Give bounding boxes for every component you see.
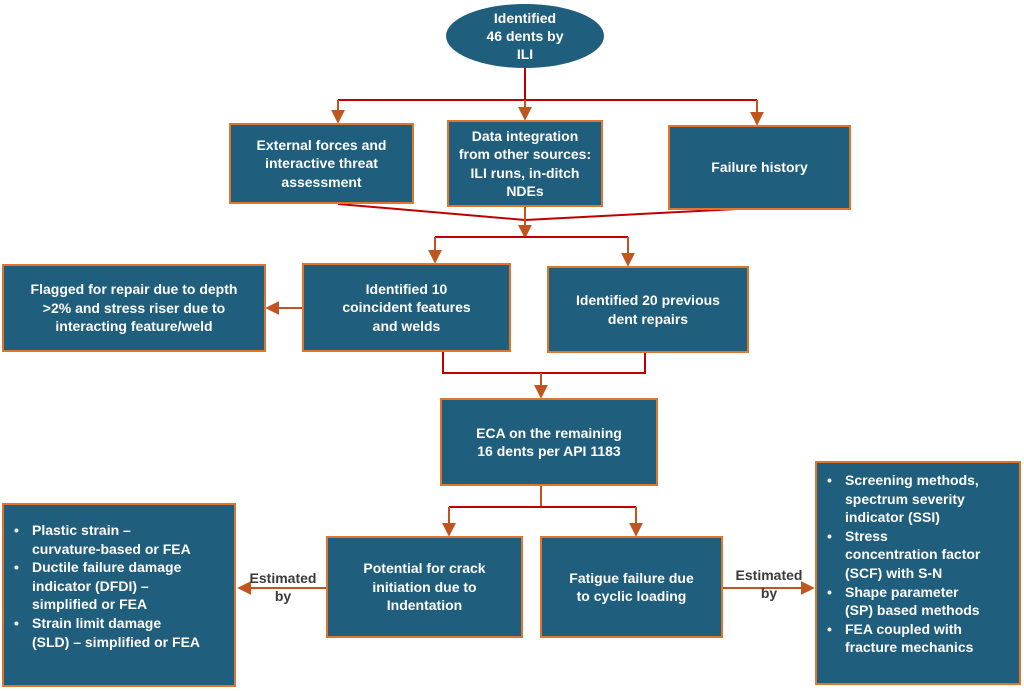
- connector-merge2: [442, 352, 646, 374]
- failure-history-line-1: Failure history: [711, 159, 808, 176]
- start-line-1: Identified: [493, 9, 557, 26]
- data-integration-line-3: ILI runs, in-ditch: [470, 164, 580, 181]
- box-crack-initiation-methods: Plastic strain – curvature-based or FEA …: [2, 503, 236, 687]
- flagged-line-2: >2% and stress riser due to: [42, 299, 226, 316]
- estimated-left-line-2: by: [274, 587, 292, 604]
- start-line-3: ILI: [516, 46, 534, 63]
- external-forces-line-3: assessment: [281, 173, 362, 190]
- box-external-forces: External forces and interactive threat a…: [229, 123, 414, 204]
- list-item: Shape parameter (SP) based methods: [825, 583, 1015, 620]
- estimated-by-label-right: Estimated by: [726, 567, 812, 602]
- box-fatigue-failure: Fatigue failure due to cyclic loading: [540, 536, 723, 638]
- flagged-line-3: interacting feature/weld: [55, 318, 213, 335]
- previous-repairs-line-1: Identified 20 previous: [576, 292, 720, 309]
- eca-line-1: ECA on the remaining: [476, 424, 622, 441]
- list-item: Plastic strain – curvature-based or FEA: [12, 521, 228, 558]
- external-forces-line-2: interactive threat: [265, 155, 378, 172]
- estimated-by-label-left: Estimated by: [240, 570, 326, 605]
- estimated-left-line-1: Estimated: [249, 570, 317, 586]
- list-item: Ductile failure damage indicator (DFDI) …: [12, 558, 228, 614]
- connector-merge-right: [524, 207, 758, 221]
- right-methods-list: Screening methods, spectrum severity ind…: [825, 471, 1015, 657]
- coincident-line-1: Identified 10: [365, 280, 448, 297]
- external-forces-line-1: External forces and: [256, 136, 387, 153]
- box-flagged-for-repair: Flagged for repair due to depth >2% and …: [2, 264, 266, 352]
- fatigue-line-1: Fatigue failure due: [569, 569, 694, 586]
- box-coincident-features: Identified 10 coincident features and we…: [302, 263, 511, 352]
- list-item: Strain limit damage (SLD) – simplified o…: [12, 614, 228, 651]
- crack-initiation-line-2: initiation due to: [372, 578, 477, 595]
- box-fatigue-methods: Screening methods, spectrum severity ind…: [815, 461, 1021, 685]
- left-methods-list: Plastic strain – curvature-based or FEA …: [12, 521, 228, 651]
- data-integration-line-2: from other sources:: [458, 146, 592, 163]
- box-previous-dent-repairs: Identified 20 previous dent repairs: [547, 266, 749, 353]
- box-failure-history: Failure history: [668, 125, 851, 210]
- start-line-2: 46 dents by: [486, 27, 564, 44]
- coincident-line-2: coincident features: [342, 299, 471, 316]
- list-item: Screening methods, spectrum severity ind…: [825, 471, 1015, 527]
- data-integration-line-1: Data integration: [471, 127, 579, 144]
- fatigue-line-2: to cyclic loading: [576, 588, 687, 604]
- flagged-line-1: Flagged for repair due to depth: [30, 281, 238, 298]
- connector-merge-left: [337, 203, 526, 221]
- box-eca-remaining-dents: ECA on the remaining 16 dents per API 11…: [440, 398, 658, 486]
- list-item: FEA coupled with fracture mechanics: [825, 620, 1015, 657]
- crack-initiation-line-3: Indentation: [386, 597, 463, 614]
- data-integration-line-4: NDEs: [506, 182, 544, 199]
- list-item: Stress concentration factor (SCF) with S…: [825, 527, 1015, 583]
- crack-initiation-line-1: Potential for crack: [363, 560, 486, 577]
- box-data-integration: Data integration from other sources: ILI…: [447, 120, 603, 207]
- estimated-right-line-2: by: [760, 584, 778, 601]
- eca-line-2: 16 dents per API 1183: [477, 443, 621, 459]
- start-oval-identified-46-dents: Identified 46 dents by ILI: [446, 4, 604, 68]
- box-crack-initiation: Potential for crack initiation due to In…: [326, 536, 523, 638]
- coincident-line-3: and welds: [372, 317, 441, 334]
- estimated-right-line-1: Estimated: [735, 567, 803, 583]
- previous-repairs-line-2: dent repairs: [607, 310, 689, 327]
